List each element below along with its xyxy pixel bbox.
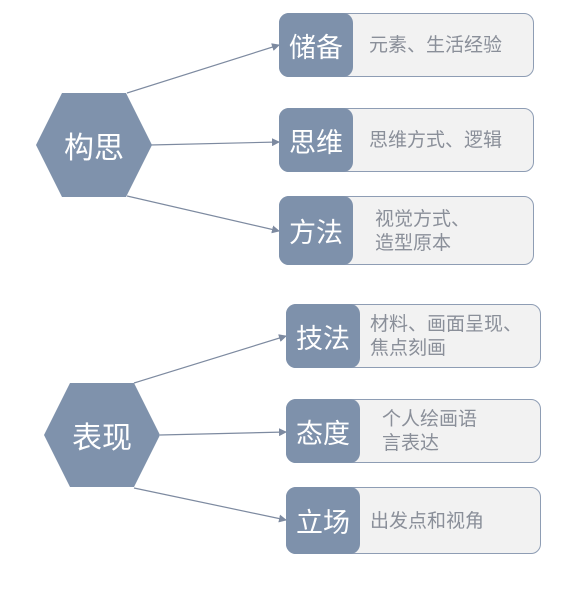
description-line: 思维方式、逻辑 (369, 129, 503, 151)
arrow-goucei-chubei (126, 43, 280, 94)
node-label: 立场 (286, 487, 360, 554)
node-lichang: 立场 出发点和视角 (286, 487, 541, 554)
node-chubei: 储备 元素、生活经验 (279, 13, 534, 77)
node-fangfa: 方法 视觉方式、 造型原本 (279, 196, 534, 265)
hexagon-goucei: 构思 (36, 93, 152, 197)
node-label: 技法 (286, 304, 360, 368)
node-label: 方法 (279, 196, 353, 265)
node-description: 视觉方式、 造型原本 (375, 196, 470, 265)
group-title: 表现 (72, 421, 132, 456)
node-label: 态度 (286, 399, 360, 463)
node-label: 储备 (279, 13, 353, 77)
node-description: 思维方式、逻辑 (369, 108, 502, 172)
description-line: 焦点刻画 (370, 337, 447, 359)
node-jifa: 技法 材料、画面呈现、 焦点刻画 (286, 304, 541, 368)
description-line: 元素、生活经验 (369, 34, 503, 56)
description-line: 个人绘画语 (382, 408, 478, 430)
arrow-goucei-siwei (149, 138, 280, 147)
arrow-biaoxian-lichang (133, 487, 287, 523)
description-line: 材料、画面呈现、 (370, 313, 523, 335)
arrow-biaoxian-taidu (159, 428, 287, 437)
node-taidu: 态度 个人绘画语 言表达 (286, 399, 541, 463)
node-description: 出发点和视角 (370, 487, 484, 554)
node-description: 材料、画面呈现、 焦点刻画 (370, 304, 522, 368)
description-line: 出发点和视角 (370, 509, 485, 532)
node-label: 思维 (279, 108, 353, 172)
hexagon-shape (36, 93, 152, 197)
node-siwei: 思维 思维方式、逻辑 (279, 108, 534, 172)
description-line: 造型原本 (375, 231, 452, 254)
node-description: 元素、生活经验 (369, 13, 502, 77)
group-title: 构思 (64, 131, 124, 166)
hexagon-biaoxian: 表现 (44, 383, 160, 487)
arrow-biaoxian-jifa (133, 334, 287, 384)
arrow-goucei-fangfa (126, 195, 280, 234)
description-line: 视觉方式、 (375, 207, 471, 230)
node-description: 个人绘画语 言表达 (382, 399, 477, 463)
hexagon-shape (44, 383, 160, 487)
description-line: 言表达 (382, 432, 440, 454)
